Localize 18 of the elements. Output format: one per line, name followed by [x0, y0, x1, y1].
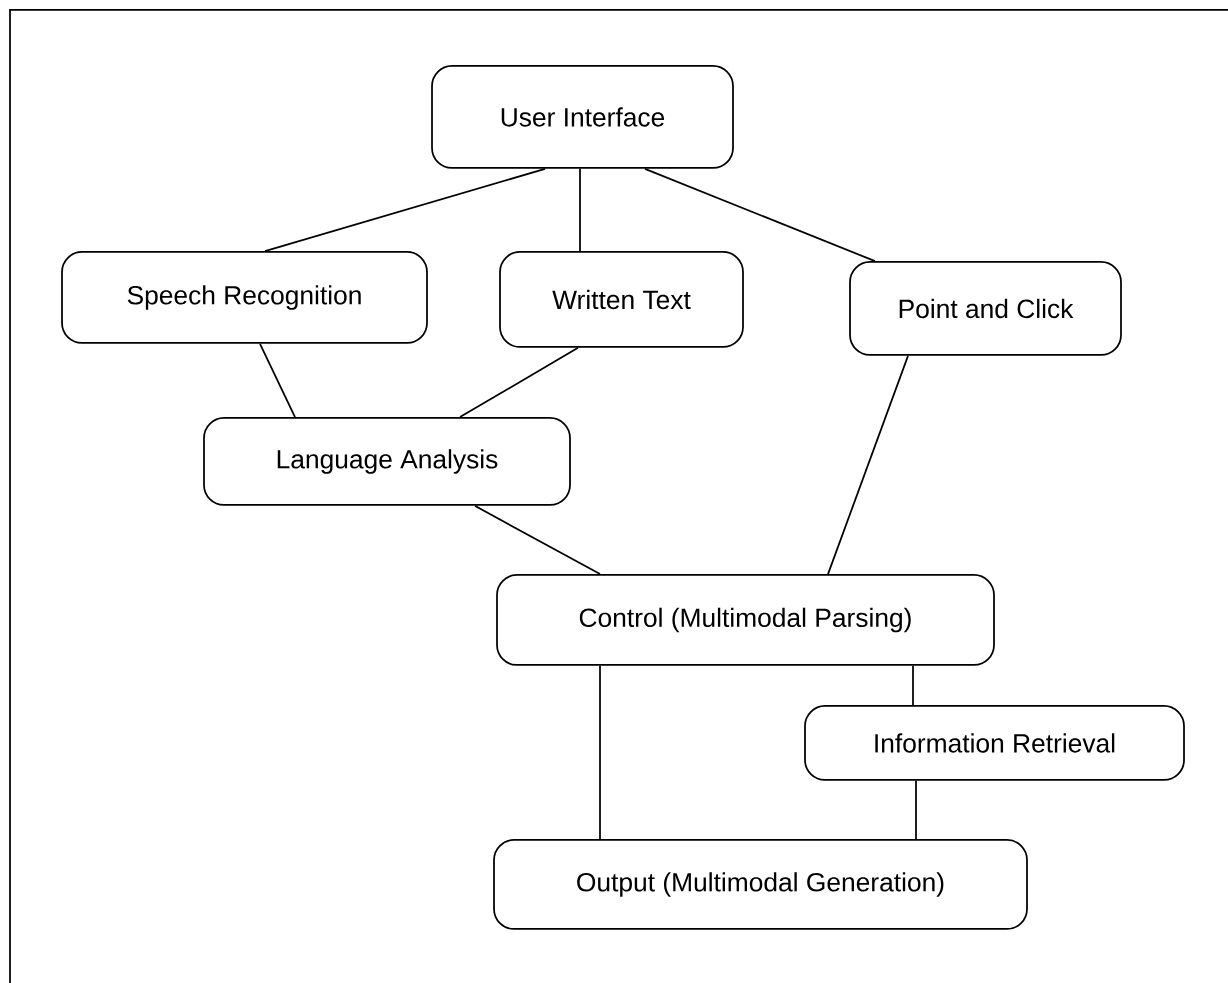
connector-line [827, 355, 909, 575]
process-box: User Interface [431, 65, 734, 169]
process-box: Output (Multimodal Generation) [493, 839, 1028, 930]
process-box: Point and Click [849, 261, 1122, 356]
process-box: Language Analysis [203, 417, 571, 506]
connector-line [259, 343, 296, 418]
process-box: Control (Multimodal Parsing) [496, 574, 995, 666]
connector-line [474, 505, 601, 575]
connector-line [599, 665, 601, 840]
connector-line [644, 168, 876, 262]
connector-line [579, 168, 581, 252]
connector-line [459, 347, 579, 418]
process-box: Information Retrieval [804, 705, 1185, 781]
process-box: Speech Recognition [61, 251, 428, 344]
connector-line [912, 665, 914, 706]
process-box: Written Text [499, 251, 744, 348]
connector-line [915, 780, 917, 840]
connector-line [264, 168, 546, 252]
